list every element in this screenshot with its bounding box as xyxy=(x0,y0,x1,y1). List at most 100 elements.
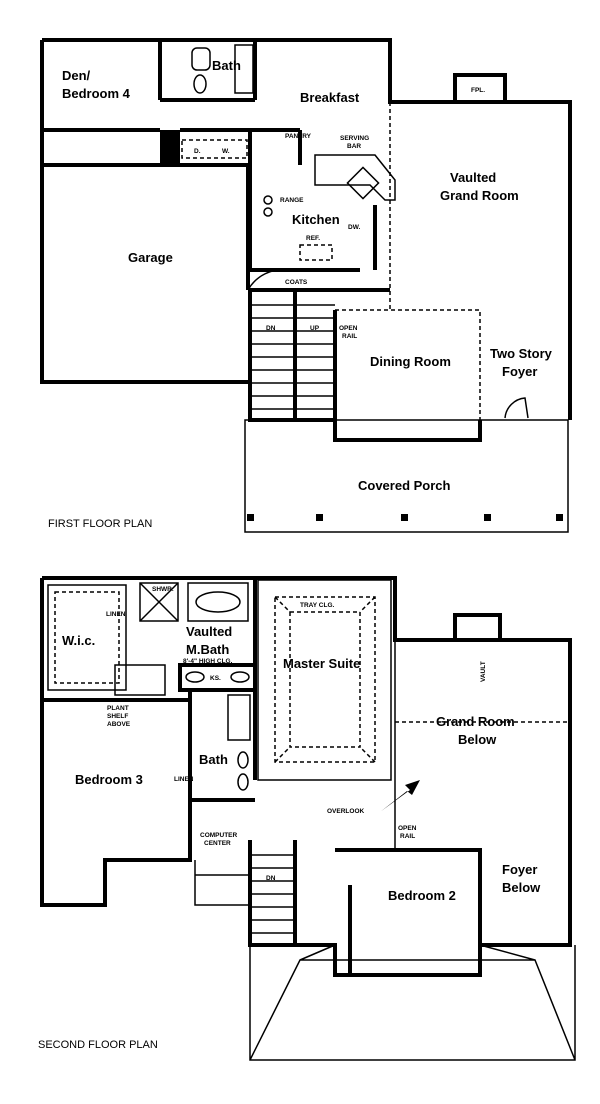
stair-label: UP xyxy=(310,325,320,332)
room-label: Two Story xyxy=(490,346,553,361)
tub-basin-icon xyxy=(195,591,241,613)
note-label: OVERLOOK xyxy=(327,808,365,815)
room-label: Garage xyxy=(128,250,173,265)
room-label: Bath xyxy=(212,58,241,73)
first-floor-title: FIRST FLOOR PLAN xyxy=(48,518,152,530)
note-label: FPL. xyxy=(471,87,485,94)
porch-roof-outline xyxy=(249,944,576,1061)
front-door-swing xyxy=(504,397,529,419)
note-label: OPEN xyxy=(339,325,358,332)
room-label: W.i.c. xyxy=(62,633,95,648)
closet-shelf xyxy=(54,591,120,684)
den-bath-walls xyxy=(158,40,300,132)
sink-icon xyxy=(237,773,249,791)
washer-dryer-area xyxy=(181,139,248,159)
note-label: SHELF xyxy=(107,713,128,720)
room-label: Grand Room xyxy=(436,714,515,729)
room-label: Grand Room xyxy=(440,188,519,203)
second-floor-title: SECOND FLOOR PLAN xyxy=(38,1039,158,1051)
note-label: REF. xyxy=(306,235,320,242)
note-label: LINEN xyxy=(174,776,194,783)
room-label: Below xyxy=(458,732,497,747)
chase-block xyxy=(160,130,180,165)
room-label: Den/ xyxy=(62,68,91,83)
tub-icon xyxy=(227,694,251,741)
note-label: D. xyxy=(194,148,201,155)
note-label: RANGE xyxy=(280,197,304,204)
room-label: Bath xyxy=(199,752,228,767)
tub xyxy=(187,582,249,622)
note-label: KS. xyxy=(210,675,221,682)
room-label: Foyer xyxy=(502,862,537,877)
tray-ceiling-inner xyxy=(289,611,361,748)
overlook-arrow-icon xyxy=(380,780,420,812)
shower-x-icon xyxy=(139,582,179,622)
sink-icon xyxy=(193,74,207,94)
stair-treads xyxy=(250,304,335,410)
stair-walls xyxy=(248,288,390,422)
note-label: COMPUTER xyxy=(200,832,238,839)
note-label: TRAY CLG. xyxy=(300,602,335,609)
room-label: Bedroom 3 xyxy=(75,772,143,787)
note-label: OPEN xyxy=(398,825,417,832)
refrigerator-space xyxy=(299,244,333,261)
note-label: BAR xyxy=(347,143,361,150)
plant-shelf xyxy=(114,664,166,696)
cooktop-icon xyxy=(346,166,380,200)
note-label: PANTRY xyxy=(285,133,312,140)
room-label: Breakfast xyxy=(300,90,360,105)
stair-label: DN xyxy=(266,325,276,332)
note-label: RAIL xyxy=(400,833,415,840)
fireplace xyxy=(453,73,507,104)
tray-ceiling-corners xyxy=(274,596,376,763)
room-label: Master Suite xyxy=(283,656,360,671)
note-label: RAIL xyxy=(342,333,357,340)
note-label: VAULT xyxy=(480,661,487,682)
note-label: PLANT xyxy=(107,705,129,712)
porch-posts xyxy=(247,514,563,521)
shower xyxy=(139,582,179,622)
room-label: Vaulted xyxy=(186,624,232,639)
room-label: Covered Porch xyxy=(358,478,451,493)
note-label: W. xyxy=(222,148,230,155)
toilet-icon xyxy=(191,47,211,71)
open-boundary xyxy=(335,102,481,420)
fireplace xyxy=(453,613,502,642)
tray-ceiling-outer xyxy=(274,596,376,763)
room-label: Bedroom 4 xyxy=(62,86,131,101)
room-label: Bedroom 2 xyxy=(388,888,456,903)
master-suite-outline xyxy=(257,579,392,781)
sink-icon xyxy=(237,751,249,769)
sink-icon xyxy=(230,671,250,683)
covered-porch-outline xyxy=(244,419,569,533)
room-label: Dining Room xyxy=(370,354,451,369)
note-label: 8'-4" HIGH CLG. xyxy=(183,658,233,665)
serving-bar xyxy=(314,154,396,201)
room-label: M.Bath xyxy=(186,642,229,657)
room-label: Foyer xyxy=(502,364,537,379)
door-swing xyxy=(247,268,289,291)
note-label: LINEN xyxy=(106,611,126,618)
stair-bedroom2-walls xyxy=(293,840,482,975)
second-floor-plan: W.i.c. Vaulted M.Bath Master Suite Grand… xyxy=(38,576,576,1061)
note-label: SERVING xyxy=(340,135,369,142)
note-label: ABOVE xyxy=(107,721,131,728)
stair-treads xyxy=(250,854,295,934)
range-burner-icon xyxy=(263,195,273,205)
first-floor-plan: Den/ Bedroom 4 Bath Breakfast Vaulted Gr… xyxy=(40,38,572,533)
dining-room-walls xyxy=(333,310,482,442)
note-label: SHWR. xyxy=(152,586,174,593)
note-label: CENTER xyxy=(204,840,231,847)
note-label: DW. xyxy=(348,224,360,231)
walk-in-closet xyxy=(47,584,127,691)
sink-icon xyxy=(185,671,205,683)
computer-center-desk xyxy=(194,860,250,906)
bath-walls xyxy=(178,578,257,802)
range-burner-icon xyxy=(263,207,273,217)
tub-icon xyxy=(234,44,254,94)
kitchen-walls xyxy=(248,130,377,272)
room-label: Below xyxy=(502,880,541,895)
stair-label: DN xyxy=(266,875,276,882)
note-label: COATS xyxy=(285,279,308,286)
